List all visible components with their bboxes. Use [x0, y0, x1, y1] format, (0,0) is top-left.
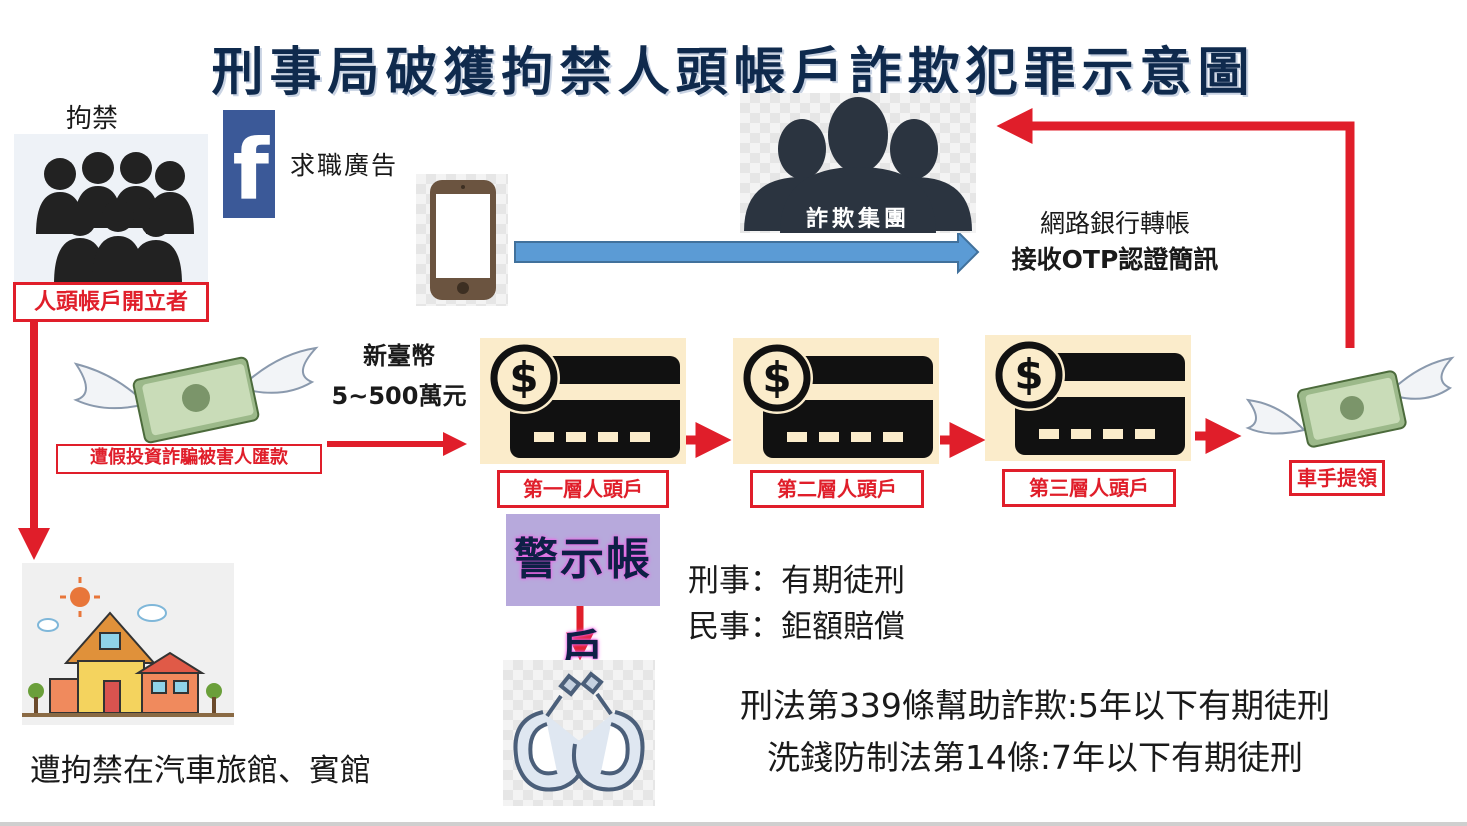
detained-label: 拘禁	[66, 104, 119, 134]
page-title: 刑事局破獲拘禁人頭帳戶詐欺犯罪示意圖	[211, 42, 1256, 103]
criminal-liability: 刑事：有期徒刑	[688, 563, 905, 599]
smartphone-icon	[416, 174, 508, 306]
motel-icon	[22, 563, 234, 725]
withdraw-badge: 車手提領	[1289, 460, 1385, 496]
handcuffs-icon	[503, 660, 655, 806]
fraud-group-label: 詐欺集團	[805, 206, 910, 232]
card-icon-layer1: $	[480, 338, 686, 464]
layer2-badge: 第二層人頭戶	[750, 470, 924, 508]
card-icon-layer3: $	[985, 335, 1191, 461]
svg-text:$: $	[1014, 350, 1043, 399]
transfer-notes: 網路銀行轉帳 接收OTP認證簡訊	[990, 206, 1240, 278]
laws-text: 刑法第339條幫助詐欺:5年以下有期徒刑 洗錢防制法第14條:7年以下有期徒刑	[700, 680, 1370, 784]
fraud-group-icon: 詐欺集團	[740, 93, 976, 233]
job-ad-label: 求職廣告	[290, 151, 399, 180]
crowd-icon	[14, 134, 208, 290]
card-icon-layer2: $	[733, 338, 939, 464]
liability-text: 刑事：有期徒刑 民事：鉅額賠償	[688, 558, 905, 650]
detained-location-text: 遭拘禁在汽車旅館、賓館	[30, 753, 371, 789]
amount-text: 5~500萬元	[331, 382, 467, 410]
online-transfer-text: 網路銀行轉帳	[1039, 209, 1190, 238]
facebook-icon: f	[223, 110, 275, 218]
flying-money-icon	[66, 334, 322, 446]
svg-text:$: $	[762, 353, 791, 402]
otp-text: 接收OTP認證簡訊	[1011, 245, 1219, 274]
law-money-laundering: 洗錢防制法第14條:7年以下有期徒刑	[766, 738, 1304, 777]
bottom-divider	[0, 822, 1467, 826]
currency-text: 新臺幣	[363, 342, 435, 370]
account-holder-badge: 人頭帳戶開立者	[13, 282, 209, 322]
warning-account-banner: 警示帳戶	[506, 514, 660, 677]
arrow-phone-to-group	[514, 229, 980, 275]
victim-remit-badge: 遭假投資詐騙被害人匯款	[56, 444, 322, 474]
law-fraud: 刑法第339條幫助詐欺:5年以下有期徒刑	[739, 686, 1331, 725]
svg-text:$: $	[509, 353, 538, 402]
withdraw-money-icon	[1240, 350, 1458, 458]
layer1-badge: 第一層人頭戶	[497, 470, 669, 508]
civil-liability: 民事：鉅額賠償	[688, 609, 905, 645]
arrow-withdraw-to-group	[996, 108, 1355, 348]
amount-note: 新臺幣 5~500萬元	[330, 336, 468, 416]
layer3-badge: 第三層人頭戶	[1002, 469, 1176, 507]
